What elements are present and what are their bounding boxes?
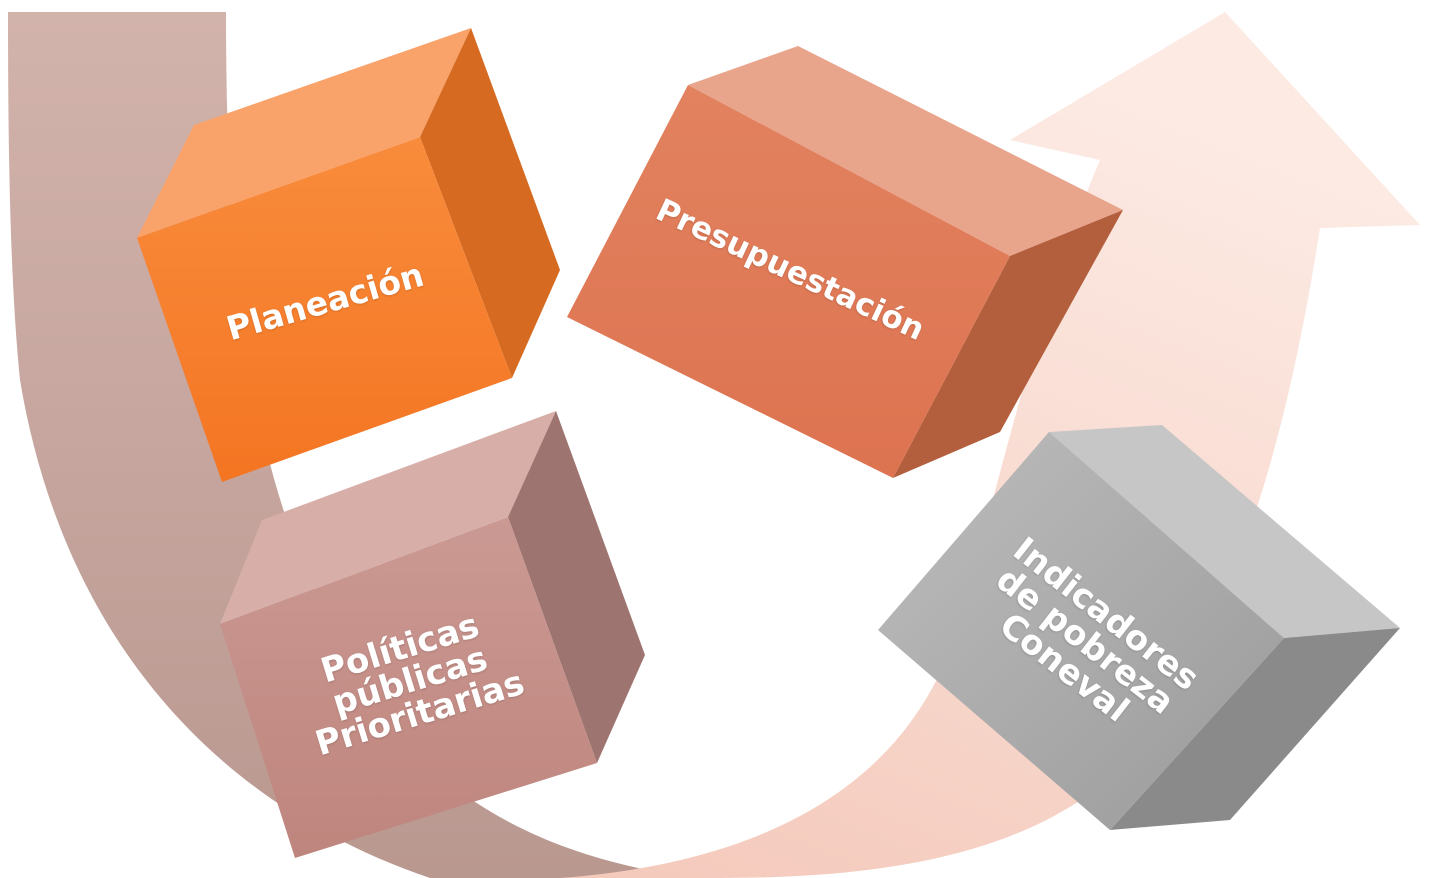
planeacion-cube-side <box>420 28 560 378</box>
indicadores-cube[interactable] <box>878 425 1400 830</box>
presupuestacion-cube[interactable] <box>567 46 1123 478</box>
indicadores-cube-side <box>1110 628 1400 830</box>
planeacion-cube[interactable] <box>137 28 560 482</box>
politicas-cube[interactable] <box>220 411 645 858</box>
planeacion-cube-top <box>137 28 471 238</box>
politicas-cube-top <box>220 411 556 624</box>
politicas-cube-side <box>508 411 645 763</box>
indicadores-cube-top <box>1049 425 1400 638</box>
indicadores-cube-front <box>878 432 1284 830</box>
planeacion-cube-front <box>137 137 512 482</box>
politicas-cube-front <box>220 517 597 858</box>
presupuestacion-cube-front <box>567 85 1010 478</box>
presupuestacion-cube-top <box>688 46 1123 256</box>
presupuestacion-cube-side <box>893 210 1123 478</box>
right-arrow-band <box>560 12 1420 878</box>
